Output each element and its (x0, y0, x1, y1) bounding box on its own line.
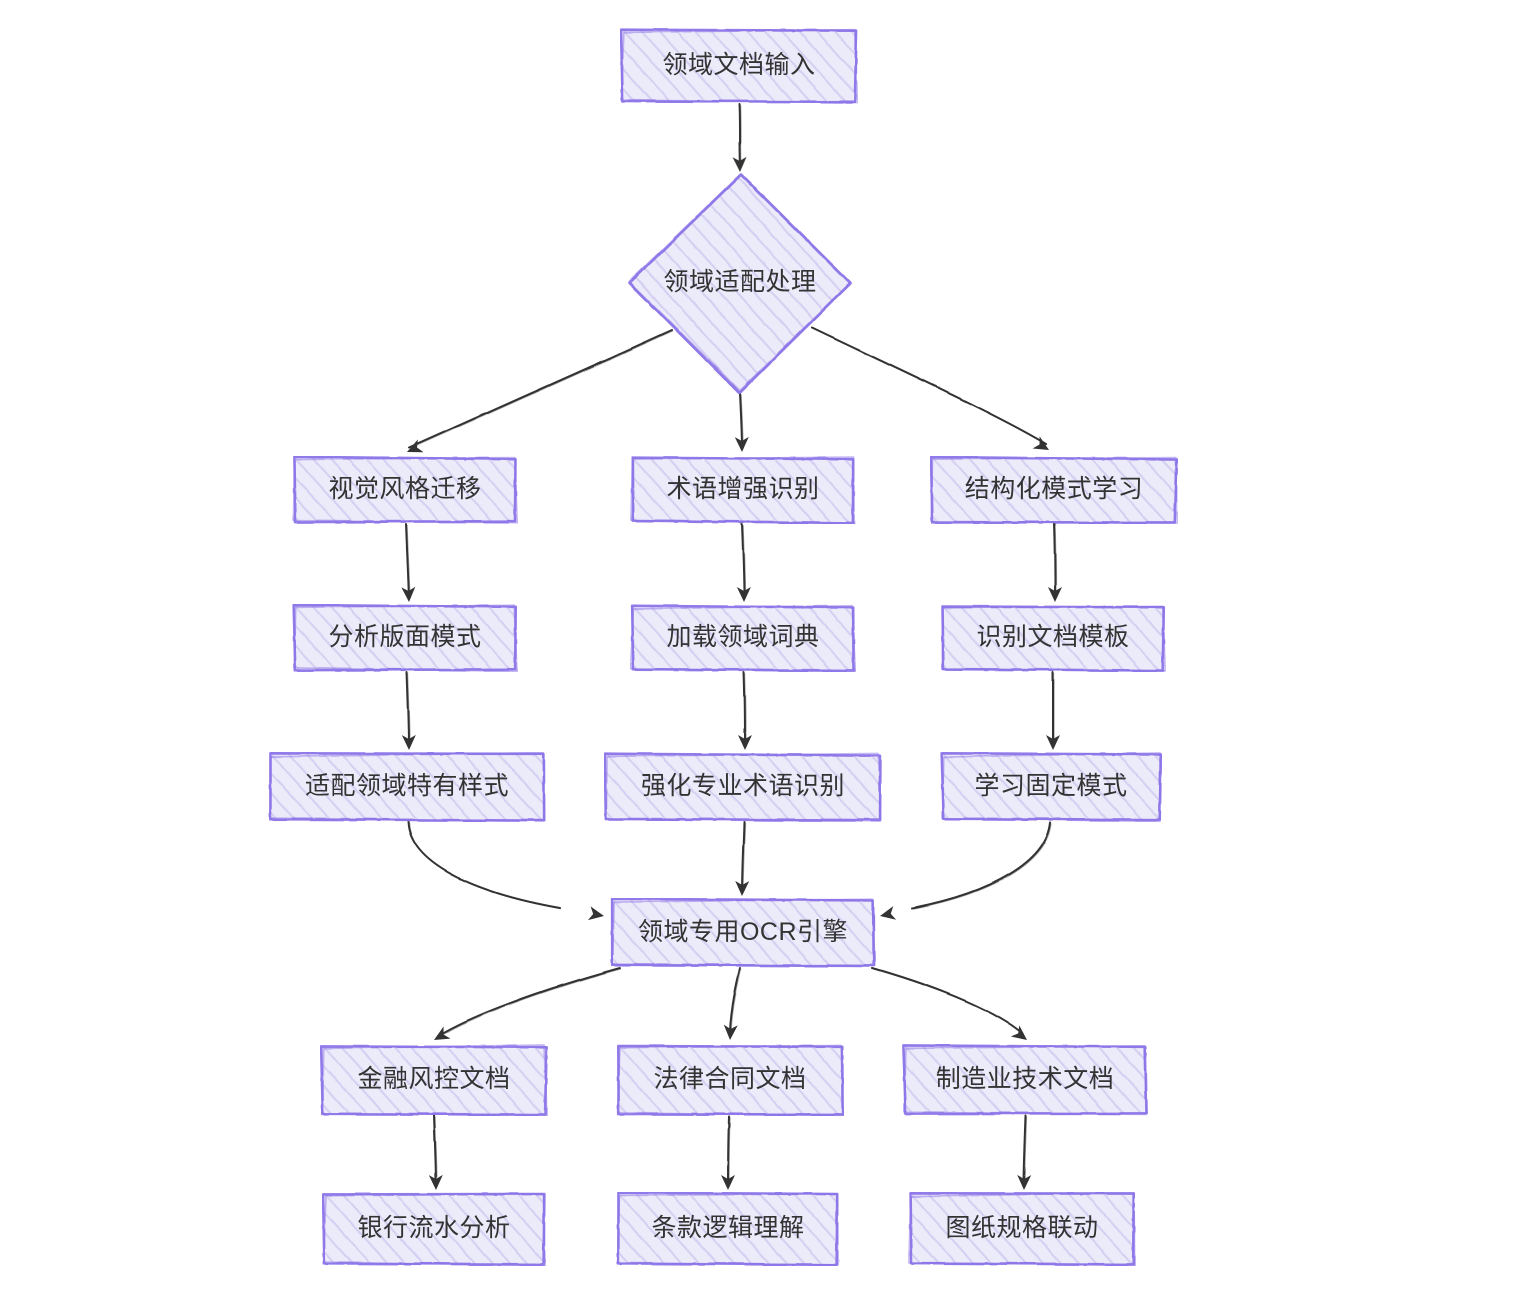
flow-node-n2[interactable]: 视觉风格迁移 (292, 456, 518, 524)
flow-node-n4[interactable]: 结构化模式学习 (930, 456, 1178, 524)
node-label: 加载领域词典 (666, 624, 819, 652)
flow-node-n6[interactable]: 加载领域词典 (630, 604, 856, 672)
node-label: 制造业技术文档 (936, 1066, 1115, 1094)
flow-node-n14[interactable]: 制造业技术文档 (902, 1044, 1148, 1116)
flow-node-n17[interactable]: 图纸规格联动 (908, 1192, 1136, 1266)
flow-node-n16[interactable]: 条款逻辑理解 (616, 1192, 840, 1266)
node-label: 金融风控文档 (357, 1066, 510, 1094)
node-label: 分析版面模式 (328, 624, 481, 652)
flow-node-n15[interactable]: 银行流水分析 (322, 1192, 546, 1266)
flow-node-n12[interactable]: 金融风控文档 (320, 1044, 548, 1116)
node-label: 法律合同文档 (653, 1066, 806, 1094)
flow-node-n5[interactable]: 分析版面模式 (292, 604, 518, 672)
node-label: 图纸规格联动 (945, 1215, 1098, 1243)
node-label: 领域适配处理 (663, 269, 816, 297)
node-label: 银行流水分析 (357, 1215, 510, 1243)
flow-node-n9[interactable]: 强化专业术语识别 (604, 752, 882, 822)
node-label: 术语增强识别 (666, 476, 819, 504)
node-label: 领域专用OCR引擎 (638, 919, 848, 947)
node-label: 适配领域特有样式 (305, 773, 509, 801)
flow-node-n13[interactable]: 法律合同文档 (616, 1044, 844, 1116)
node-label: 条款逻辑理解 (651, 1215, 804, 1243)
flow-node-n0[interactable]: 领域文档输入 (620, 28, 858, 104)
node-label: 识别文档模板 (976, 624, 1129, 652)
flow-node-n3[interactable]: 术语增强识别 (630, 456, 856, 524)
node-label: 领域文档输入 (662, 52, 815, 80)
flow-node-n10[interactable]: 学习固定模式 (940, 752, 1162, 822)
node-label: 强化专业术语识别 (641, 773, 845, 801)
flow-node-n1[interactable]: 领域适配处理 (627, 172, 853, 394)
flow-node-n7[interactable]: 识别文档模板 (940, 604, 1166, 672)
flow-node-n11[interactable]: 领域专用OCR引擎 (610, 898, 876, 968)
node-label: 结构化模式学习 (965, 476, 1144, 504)
node-label: 学习固定模式 (974, 773, 1127, 801)
node-label: 视觉风格迁移 (328, 476, 481, 504)
flow-node-n8[interactable]: 适配领域特有样式 (268, 752, 546, 822)
